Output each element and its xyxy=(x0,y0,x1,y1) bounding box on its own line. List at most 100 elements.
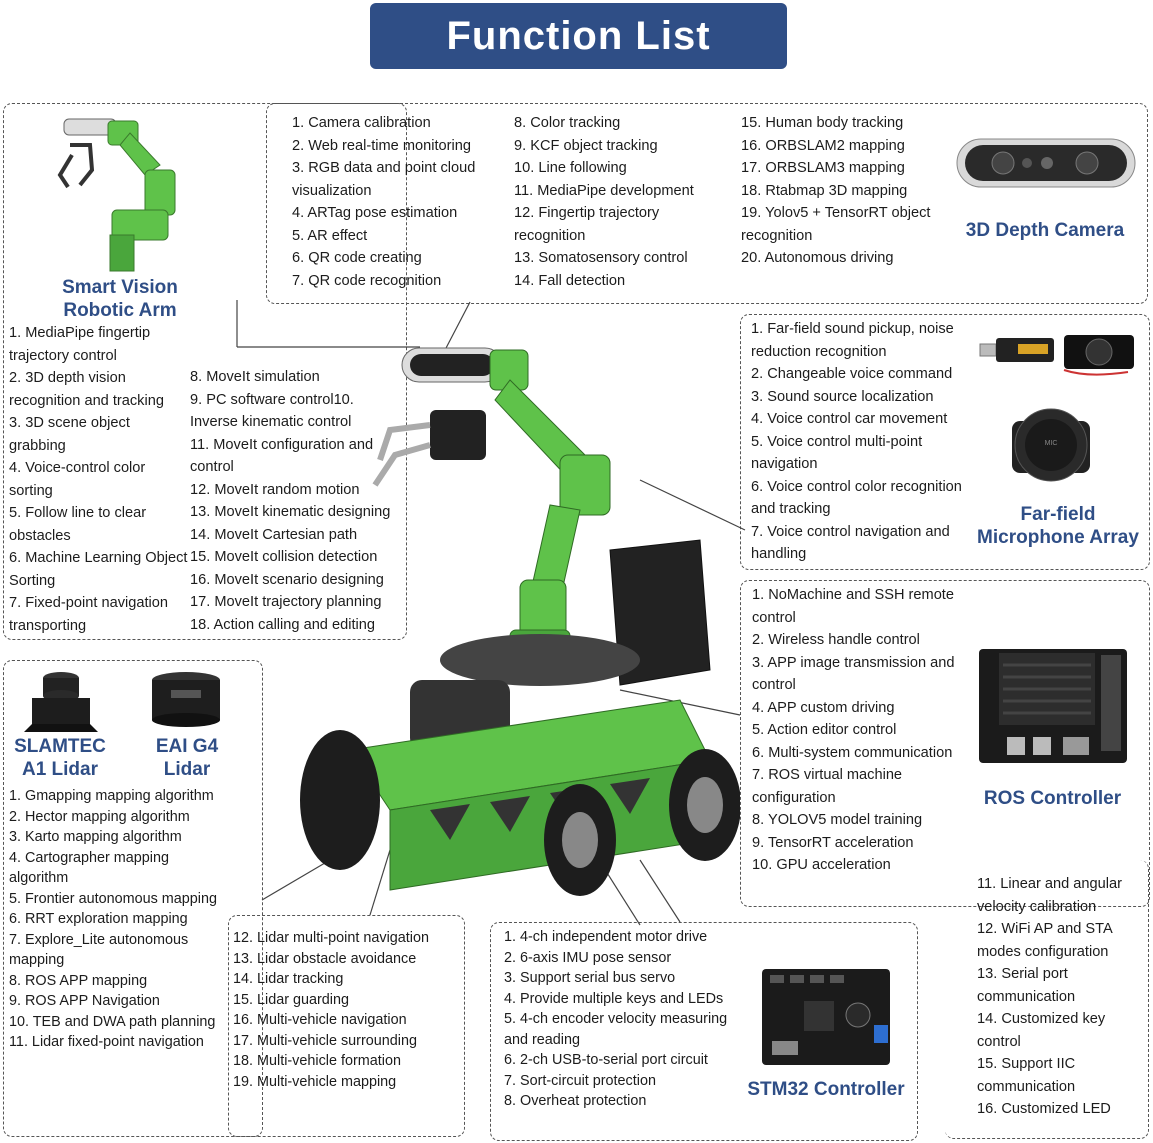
ros-controller-extra-box xyxy=(945,860,1149,1139)
list-item: 13. Somatosensory control xyxy=(514,250,688,266)
slamtec-lidar-image xyxy=(24,672,98,732)
list-item: 5. 4-ch encoder velocity measuring and r… xyxy=(504,1011,728,1048)
list-item: 15. MoveIt collision detection xyxy=(190,549,378,565)
list-item: 17. Multi-vehicle surrounding xyxy=(233,1032,417,1049)
robotic-arm-label: Smart Vision Robotic Arm xyxy=(62,277,178,321)
list-item: 16. Customized LED xyxy=(977,1101,1111,1117)
list-item: 20. Autonomous driving xyxy=(741,250,894,266)
list-item: 14. Lidar tracking xyxy=(233,971,344,987)
list-item: 7. ROS virtual machine configuration xyxy=(752,767,903,806)
list-item: 16. ORBSLAM2 mapping xyxy=(741,137,905,154)
list-item: 11. MoveIt configuration and control xyxy=(190,436,374,476)
depth-camera-list-1: 1. Camera calibration 2. Web real-time m… xyxy=(292,112,497,292)
list-item: 9. KCF object tracking xyxy=(514,137,658,154)
list-item: 3. 3D scene object grabbing xyxy=(9,415,130,454)
list-item: 11. Lidar fixed-point navigation xyxy=(9,1034,204,1050)
list-item: 8. YOLOV5 model training xyxy=(752,812,923,828)
microphone-list: 1. Far-field sound pickup, noise reducti… xyxy=(751,318,973,566)
ros-controller-box xyxy=(740,580,1150,907)
list-item: 8. Overheat protection xyxy=(504,1093,647,1109)
list-item: 6. Machine Learning Object Sorting xyxy=(9,550,188,589)
list-item: 19. Yolov5 + TensorRT object recognition xyxy=(741,205,931,244)
ros-controller-image xyxy=(979,649,1127,763)
ros-controller-label: ROS Controller xyxy=(983,788,1122,809)
usb-audio-image xyxy=(979,335,1134,376)
eai-lidar-label: EAI G4 Lidar xyxy=(155,736,219,780)
list-item: 6. Voice control color recognition and t… xyxy=(751,478,962,518)
list-item: 12. Lidar multi-point navigation xyxy=(233,930,429,946)
list-item: 4. Cartographer mapping algorithm xyxy=(9,849,169,887)
list-item: 5. Follow line to clear obstacles xyxy=(9,505,147,544)
list-item: 12. WiFi AP and STA modes configuration xyxy=(977,921,1112,960)
stm32-board-image xyxy=(762,969,890,1065)
list-item: 3. APP image transmission and control xyxy=(752,654,955,694)
list-item: 2. Web real-time monitoring xyxy=(292,137,471,154)
lidar-list-1: 1. Gmapping mapping algorithm 2. Hector … xyxy=(9,786,219,1053)
list-item: 11. MediaPipe development xyxy=(514,182,694,199)
list-item: 9. TensorRT acceleration xyxy=(752,834,914,851)
list-item: 16. MoveIt scenario designing xyxy=(190,571,384,588)
list-item: 7. Sort-circuit protection xyxy=(504,1072,656,1089)
list-item: 16. Multi-vehicle navigation xyxy=(233,1012,407,1028)
lidar-extra-box xyxy=(228,915,465,1137)
list-item: 3. Karto mapping algorithm xyxy=(9,829,182,845)
list-item: 2. Wireless handle control xyxy=(752,632,920,648)
list-item: 2. 3D depth vision recognition and track… xyxy=(9,370,164,409)
list-item: 3. RGB data and point cloud visualizatio… xyxy=(292,160,476,199)
list-item: 17. ORBSLAM3 mapping xyxy=(741,160,905,176)
lidar-box xyxy=(3,660,263,1137)
list-item: 1. Camera calibration xyxy=(292,115,431,131)
list-item: 1. Gmapping mapping algorithm xyxy=(9,788,214,804)
list-item: 14. Fall detection xyxy=(514,272,626,289)
list-item: 18. Action calling and editing xyxy=(190,616,375,633)
list-item: 8. ROS APP mapping xyxy=(9,972,148,989)
list-item: 19. Multi-vehicle mapping xyxy=(233,1073,397,1090)
ros-controller-list-1: 1. NoMachine and SSH remote control 2. W… xyxy=(752,584,967,877)
depth-camera-image xyxy=(956,138,1136,188)
list-item: 4. Voice-control color sorting xyxy=(9,460,146,499)
list-item: 15. Lidar guarding xyxy=(233,991,350,1008)
stm32-label: STM32 Controller xyxy=(747,1079,905,1100)
list-item: 7. QR code recognition xyxy=(292,272,442,289)
list-item: 8. MoveIt simulation xyxy=(190,369,320,385)
list-item: 2. Changeable voice command xyxy=(751,366,953,382)
depth-camera-list-3: 15. Human body tracking 16. ORBSLAM2 map… xyxy=(741,112,951,270)
list-item: 3. Sound source localization xyxy=(751,388,934,405)
svg-text:MIC: MIC xyxy=(1045,440,1058,447)
stm32-list: 1. 4-ch independent motor drive 2. 6-axi… xyxy=(504,927,739,1112)
eai-lidar-image xyxy=(152,672,220,727)
list-item: 5. Action editor control xyxy=(752,722,897,738)
list-item: 3. Support serial bus servo xyxy=(504,970,676,986)
list-item: 14. MoveIt Cartesian path xyxy=(190,526,358,543)
robot-car-image xyxy=(300,347,740,896)
list-item: 7. Fixed-point navigation transporting xyxy=(9,595,169,634)
list-item: 10. GPU acceleration xyxy=(752,857,891,873)
list-item: 7. Explore_Lite autonomous mapping xyxy=(9,931,189,969)
list-item: 1. NoMachine and SSH remote control xyxy=(752,587,954,626)
lidar-list-2: 12. Lidar multi-point navigation 13. Lid… xyxy=(233,928,453,1092)
list-item: 15. Support IIC communication xyxy=(977,1056,1076,1095)
list-item: 10. Line following xyxy=(514,160,627,176)
robotic-arm-list-2: 8. MoveIt simulation 9. PC software cont… xyxy=(190,366,402,636)
microphone-label: Far-field Microphone Array xyxy=(977,504,1139,548)
list-item: 1. MediaPipe fingertip trajectory contro… xyxy=(9,325,151,364)
depth-camera-box xyxy=(266,103,1148,304)
list-item: 2. 6-axis IMU pose sensor xyxy=(504,949,672,966)
list-item: 6. 2-ch USB-to-serial port circuit xyxy=(504,1052,708,1068)
list-item: 8. Color tracking xyxy=(514,115,621,131)
list-item: 2. Hector mapping algorithm xyxy=(9,808,190,825)
list-item: 9. PC software control10. Inverse kinema… xyxy=(190,391,354,431)
list-item: 6. QR code creating xyxy=(292,250,422,266)
list-item: 11. Linear and angular velocity calibrat… xyxy=(977,876,1122,915)
list-item: 5. Frontier autonomous mapping xyxy=(9,890,217,907)
robotic-arm-list-1: 1. MediaPipe fingertip trajectory contro… xyxy=(9,322,189,637)
slamtec-lidar-label: SLAMTEC A1 Lidar xyxy=(14,736,106,780)
list-item: 4. APP custom driving xyxy=(752,699,895,716)
depth-camera-label: 3D Depth Camera xyxy=(965,220,1125,241)
list-item: 4. Provide multiple keys and LEDs xyxy=(504,990,724,1007)
list-item: 7. Voice control navigation and handling xyxy=(751,523,950,563)
stm32-box xyxy=(490,922,918,1141)
microphone-box xyxy=(740,314,1150,570)
list-item: 6. RRT exploration mapping xyxy=(9,911,188,927)
list-item: 5. Voice control multi-point navigation xyxy=(751,433,923,473)
